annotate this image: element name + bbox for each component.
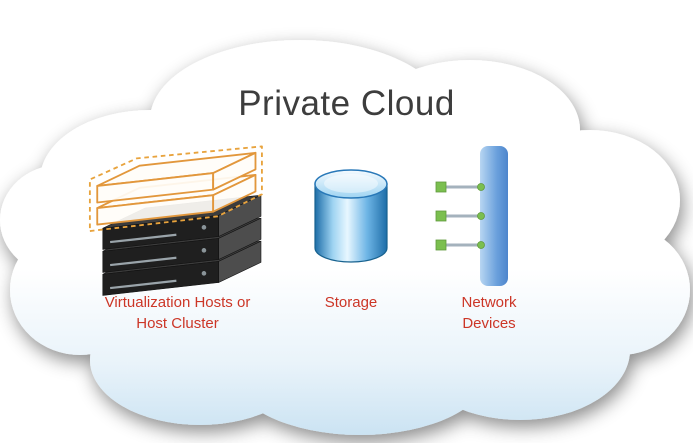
storage-label: Storage <box>290 292 412 313</box>
label-line: Storage <box>324 294 378 311</box>
switch-bar <box>480 146 508 286</box>
network-switch-icon <box>435 146 508 286</box>
network-devices-label: Network Devices <box>428 292 550 334</box>
diagram-title: Private Cloud <box>238 84 455 123</box>
label-line: Network <box>461 294 517 311</box>
label-line: Host Cluster <box>136 315 219 332</box>
storage-cylinder-icon <box>314 169 388 263</box>
network-connectors <box>435 181 485 251</box>
cylinder-body <box>314 183 388 263</box>
rack-front-details <box>109 225 207 290</box>
virtual-machine-boxes <box>96 151 257 226</box>
label-line: Virtualization Hosts or <box>104 294 251 311</box>
virtualization-marquee <box>88 145 263 232</box>
label-line: Devices <box>462 315 516 332</box>
network-port-lines <box>442 185 481 247</box>
server-stack-icon <box>88 145 263 296</box>
cylinder-top-highlight <box>324 174 378 193</box>
cylinder-top <box>314 169 388 199</box>
virtualization-hosts-label: Virtualization Hosts or Host Cluster <box>55 292 300 334</box>
